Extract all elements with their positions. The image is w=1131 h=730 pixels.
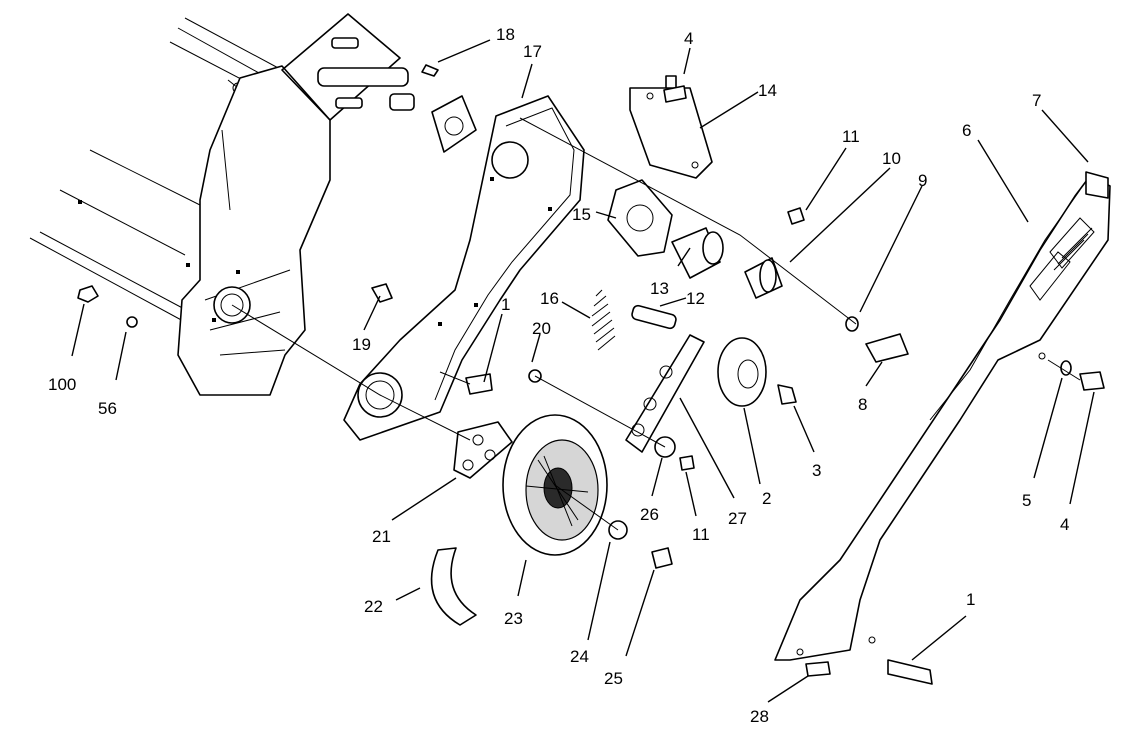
callout-4-top: 4 [684,29,693,48]
callout-12: 12 [686,289,705,308]
callout-27: 27 [728,509,747,528]
callout-9: 9 [918,171,927,190]
callout-20: 20 [532,319,551,338]
shaft-assembly [281,13,477,153]
callout-18: 18 [496,25,515,44]
callout-16: 16 [540,289,559,308]
callout-56: 56 [98,399,117,418]
callout-22: 22 [364,597,383,616]
callout-11-top: 11 [842,127,860,146]
callout-6: 6 [962,121,971,140]
leader-lines [71,39,1095,703]
callout-5: 5 [1022,491,1031,510]
idler-arm-assembly [528,289,797,471]
callout-28: 28 [750,707,769,726]
left-housing [29,17,331,396]
callout-11-bottom: 11 [692,525,710,544]
callout-labels: 18 17 4 14 7 6 11 10 9 15 13 16 12 1 20 … [48,25,1069,726]
callout-3: 3 [812,461,821,480]
callout-25: 25 [604,669,623,688]
callout-19: 19 [352,335,371,354]
right-shield-cover [774,171,1111,661]
center-lines [231,117,1081,531]
callout-10: 10 [882,149,901,168]
callout-17: 17 [523,42,542,61]
idler-mount [607,179,909,363]
callout-15: 15 [572,205,591,224]
callout-100: 100 [48,375,76,394]
callout-1-bottom: 1 [966,590,975,609]
callout-21: 21 [372,527,391,546]
callout-1-center: 1 [501,295,510,314]
callout-8: 8 [858,395,867,414]
belt-cover-plate [343,95,585,441]
callout-13: 13 [650,279,669,298]
bracket [629,75,713,179]
callout-2: 2 [762,489,771,508]
callout-26: 26 [640,505,659,524]
callout-24: 24 [570,647,589,666]
callout-4-right: 4 [1060,515,1069,534]
callout-7: 7 [1032,91,1041,110]
callout-14: 14 [758,81,777,100]
callout-23: 23 [504,609,523,628]
